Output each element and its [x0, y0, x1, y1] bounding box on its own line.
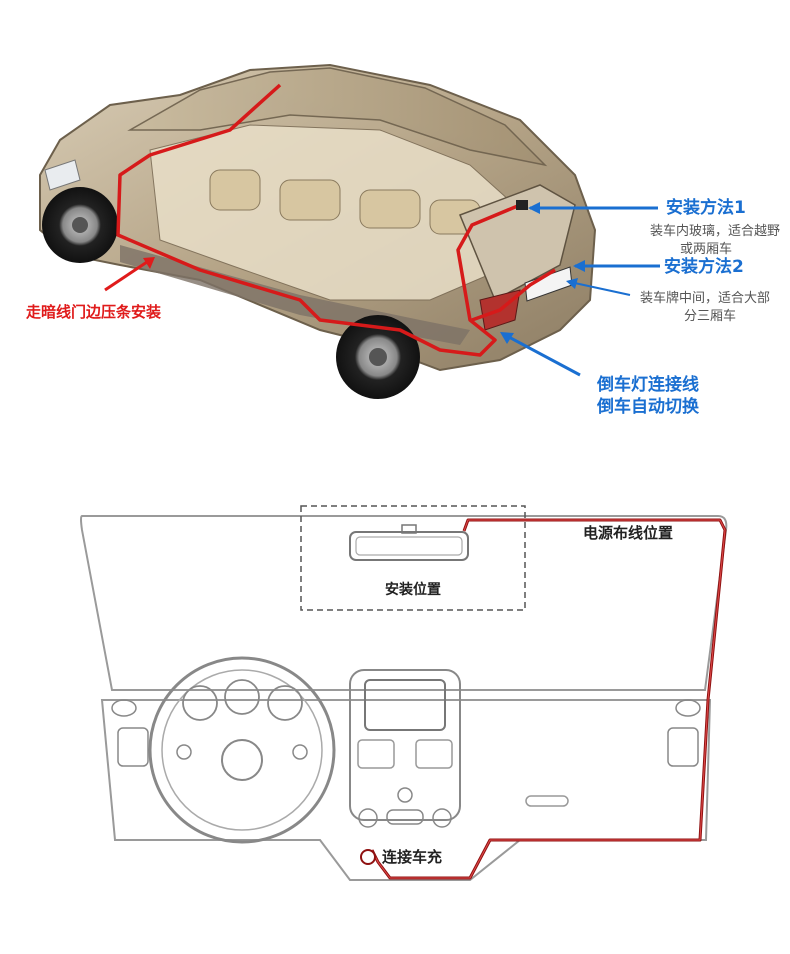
charger-label: 连接车充 [382, 848, 442, 866]
left-vent [111, 699, 149, 767]
reverse-light-pointer [500, 332, 581, 377]
dashboard-panel: 安装位置 电源布线位置 连接 [0, 480, 790, 954]
car-cutaway-panel: 安装方法1 装车内玻璃，适合越野 或两厢车 安装方法2 装车牌中间，适合大部 分… [0, 0, 790, 440]
method1-title: 安装方法1 [666, 197, 746, 218]
door-route-pointer [104, 257, 155, 292]
method2-title: 安装方法2 [664, 256, 744, 277]
power-route-label: 电源布线位置 [583, 524, 673, 542]
method2-pointer [573, 260, 660, 272]
method1-pointer [528, 202, 658, 214]
method1-desc-line1: 装车内玻璃，适合越野 [650, 223, 780, 239]
wiring-route-plate [471, 268, 556, 322]
windshield-outline [80, 515, 728, 691]
rearview-mirror [349, 531, 469, 561]
center-screen [364, 679, 446, 731]
method2-desc-pointer [566, 278, 631, 296]
front-wheel [42, 187, 118, 263]
charger-socket [360, 849, 376, 865]
wiring-route-line [116, 83, 521, 357]
method1-desc-line2: 或两厢车 [680, 241, 732, 257]
center-console [349, 669, 461, 828]
steering-wheel [148, 656, 336, 844]
glovebox-handle [525, 795, 569, 807]
dashboard-outline [100, 699, 712, 881]
rear-camera-glass-marker [516, 200, 528, 210]
reverse-switch-label: 倒车自动切换 [596, 396, 700, 417]
rear-wheel [336, 315, 420, 399]
dashboard-diagram: 安装位置 电源布线位置 连接 [80, 505, 728, 881]
car-cutaway-illustration: 安装方法1 装车内玻璃，适合越野 或两厢车 安装方法2 装车牌中间，适合大部 分… [26, 63, 780, 417]
mount-position-label: 安装位置 [385, 581, 441, 598]
reverse-wire-label: 倒车灯连接线 [596, 374, 699, 395]
right-vent [667, 699, 701, 767]
car-body [39, 63, 597, 372]
mount-position-box: 安装位置 [300, 505, 526, 611]
method2-desc-line2: 分三厢车 [684, 308, 736, 324]
method2-desc-line1: 装车牌中间，适合大部 [640, 290, 770, 306]
door-route-label: 走暗线门边压条安装 [26, 303, 162, 321]
